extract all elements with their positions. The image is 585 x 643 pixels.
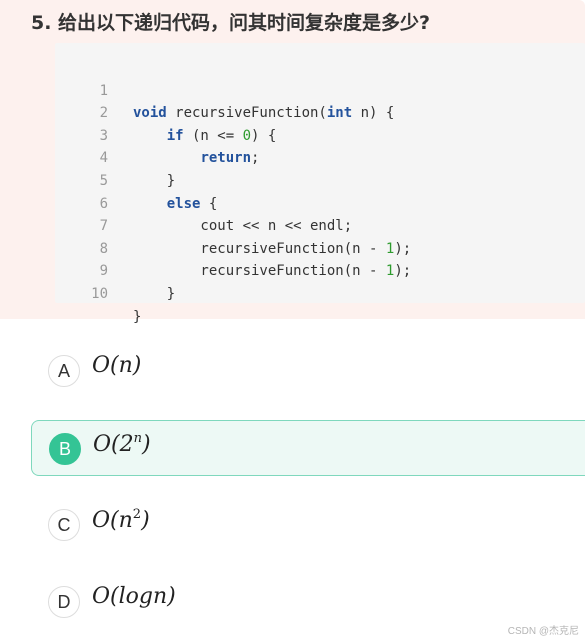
code-text: }	[133, 285, 176, 302]
option-letter-badge: C	[48, 509, 80, 541]
line-number: 8	[99, 240, 108, 257]
option-c[interactable]: C O(n2)	[31, 497, 585, 553]
code-line: 8 recursiveFunction(n - 1);	[55, 215, 585, 280]
code-text: }	[133, 172, 176, 189]
code-text: if (n <= 0) {	[166, 127, 277, 144]
code-line: 7 recursiveFunction(n - 1);	[55, 193, 585, 257]
option-d[interactable]: D O(logn)	[31, 574, 585, 630]
line-number: 4	[99, 150, 108, 167]
code-text: }	[133, 308, 142, 325]
line-number: 5	[99, 172, 108, 189]
code-line: 2 if (n <= 0) {	[55, 80, 585, 144]
code-text: cout << n << endl;	[133, 218, 353, 235]
code-line: 4 }	[55, 125, 585, 189]
option-text: O(logn)	[92, 584, 176, 609]
code-lines: 1 void recursiveFunction(int n) { 2 if (…	[55, 57, 585, 325]
line-number: 10	[91, 285, 108, 302]
code-text: recursiveFunction(n - 1);	[133, 263, 412, 280]
line-number: 6	[99, 195, 108, 212]
option-letter-badge: D	[48, 586, 80, 618]
line-number: 3	[99, 127, 108, 144]
option-text: O(2n)	[93, 431, 151, 457]
code-block: 1 void recursiveFunction(int n) { 2 if (…	[55, 43, 585, 325]
option-text: O(n2)	[92, 507, 150, 533]
code-text: else {	[166, 195, 218, 212]
line-number: 1	[99, 82, 108, 99]
code-line: 6 cout << n << endl;	[55, 170, 585, 235]
option-text: O(n)	[92, 353, 142, 378]
option-b[interactable]: B O(2n)	[31, 420, 585, 476]
code-line: 1 void recursiveFunction(int n) {	[55, 57, 585, 122]
option-a[interactable]: A O(n)	[31, 343, 585, 399]
line-number: 9	[99, 263, 108, 280]
option-letter-badge: B	[49, 433, 81, 465]
code-line: 10 }	[55, 260, 585, 325]
code-text: return;	[200, 150, 260, 167]
code-line: 3 return;	[55, 102, 585, 167]
option-letter-badge: A	[48, 355, 80, 387]
watermark: CSDN @杰克尼	[507, 626, 579, 637]
question-panel: 5. 给出以下递归代码，问其时间复杂度是多少? 1 void recursive…	[0, 0, 585, 325]
question-title: 5. 给出以下递归代码，问其时间复杂度是多少?	[31, 12, 431, 34]
code-line: 5 else {	[55, 147, 585, 212]
code-line: 9 }	[55, 238, 585, 302]
line-number: 2	[99, 105, 108, 122]
code-text: void recursiveFunction(int n) {	[133, 105, 395, 122]
line-number: 7	[99, 218, 108, 235]
code-text: recursiveFunction(n - 1);	[133, 240, 412, 257]
